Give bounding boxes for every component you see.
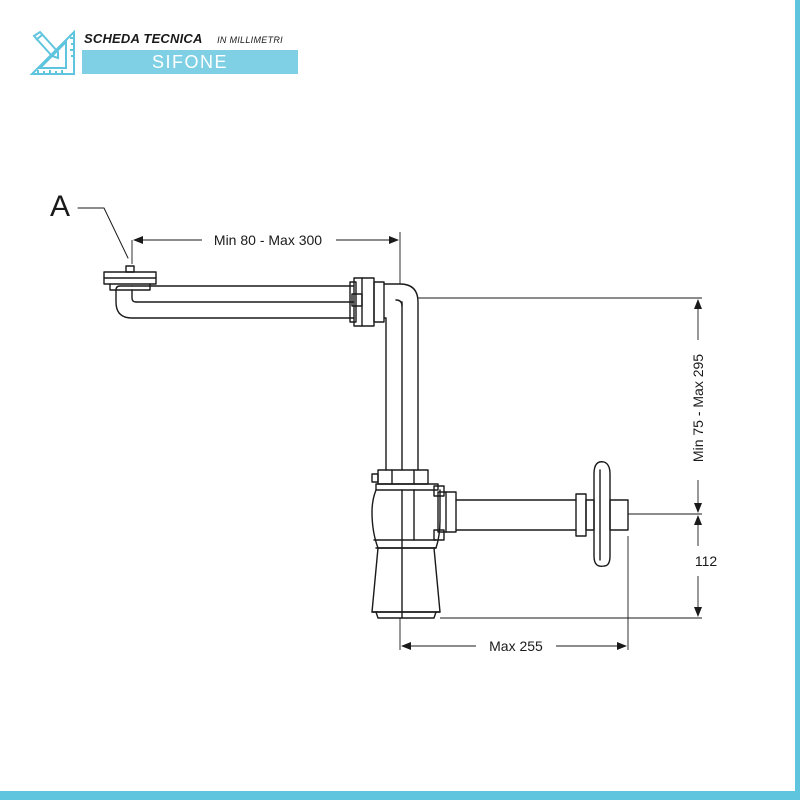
dim-bottom-label: Max 255 (489, 638, 543, 654)
leader-a (77, 207, 129, 259)
header: SCHEDA TECNICA IN MILLIMETRI SIFONE (28, 28, 300, 78)
title-text: SCHEDA TECNICA (84, 31, 203, 46)
vertical-nut (371, 469, 429, 485)
outlet-nut (433, 485, 457, 541)
upper-nut (349, 277, 385, 327)
bottle-trap (371, 483, 441, 619)
dim-small-label: 112 (695, 553, 718, 569)
frame-right-bar (795, 0, 800, 800)
pencil-ruler-icon (29, 29, 75, 75)
title-line: SCHEDA TECNICA IN MILLIMETRI (84, 30, 283, 48)
frame-bottom-bar (0, 791, 800, 800)
drain-head (103, 265, 157, 291)
dim-vertical-label: Min 75 - Max 295 (690, 354, 706, 462)
wall-rosette (593, 461, 629, 567)
elbow (383, 283, 419, 471)
subtitle-text: IN MILLIMETRI (217, 35, 283, 45)
dim-top-label: Min 80 - Max 300 (214, 232, 322, 248)
upper-pipe (115, 285, 355, 319)
label-a: A (50, 190, 70, 223)
product-banner: SIFONE (82, 50, 298, 74)
outlet-pipe (455, 493, 595, 537)
